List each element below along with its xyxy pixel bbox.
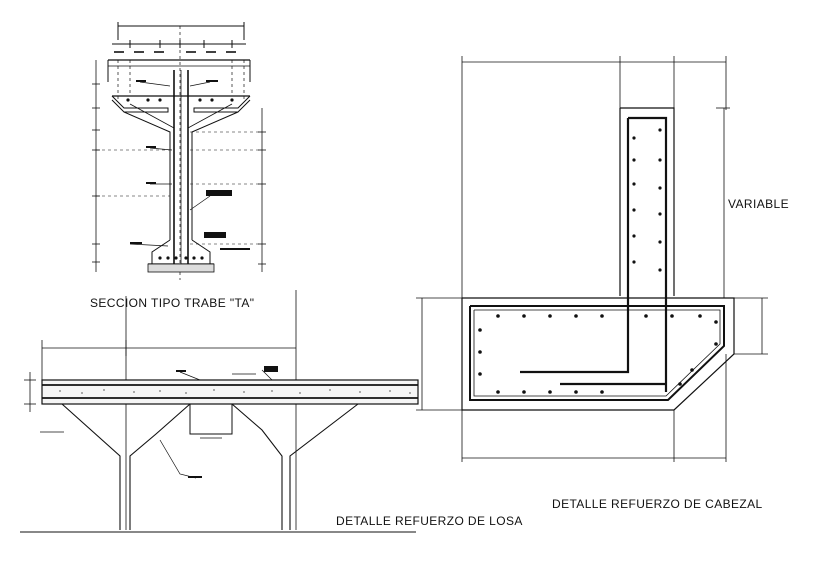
cabezal-title: DETALLE REFUERZO DE CABEZAL (552, 497, 763, 511)
section-trabe-ta (92, 22, 266, 280)
losa-title: DETALLE REFUERZO DE LOSA (336, 514, 523, 528)
variable-label: VARIABLE (728, 197, 790, 211)
detail-losa (20, 290, 419, 533)
detail-cabezal (416, 56, 768, 462)
section-title: SECCION TIPO TRABE "TA" (90, 296, 255, 310)
